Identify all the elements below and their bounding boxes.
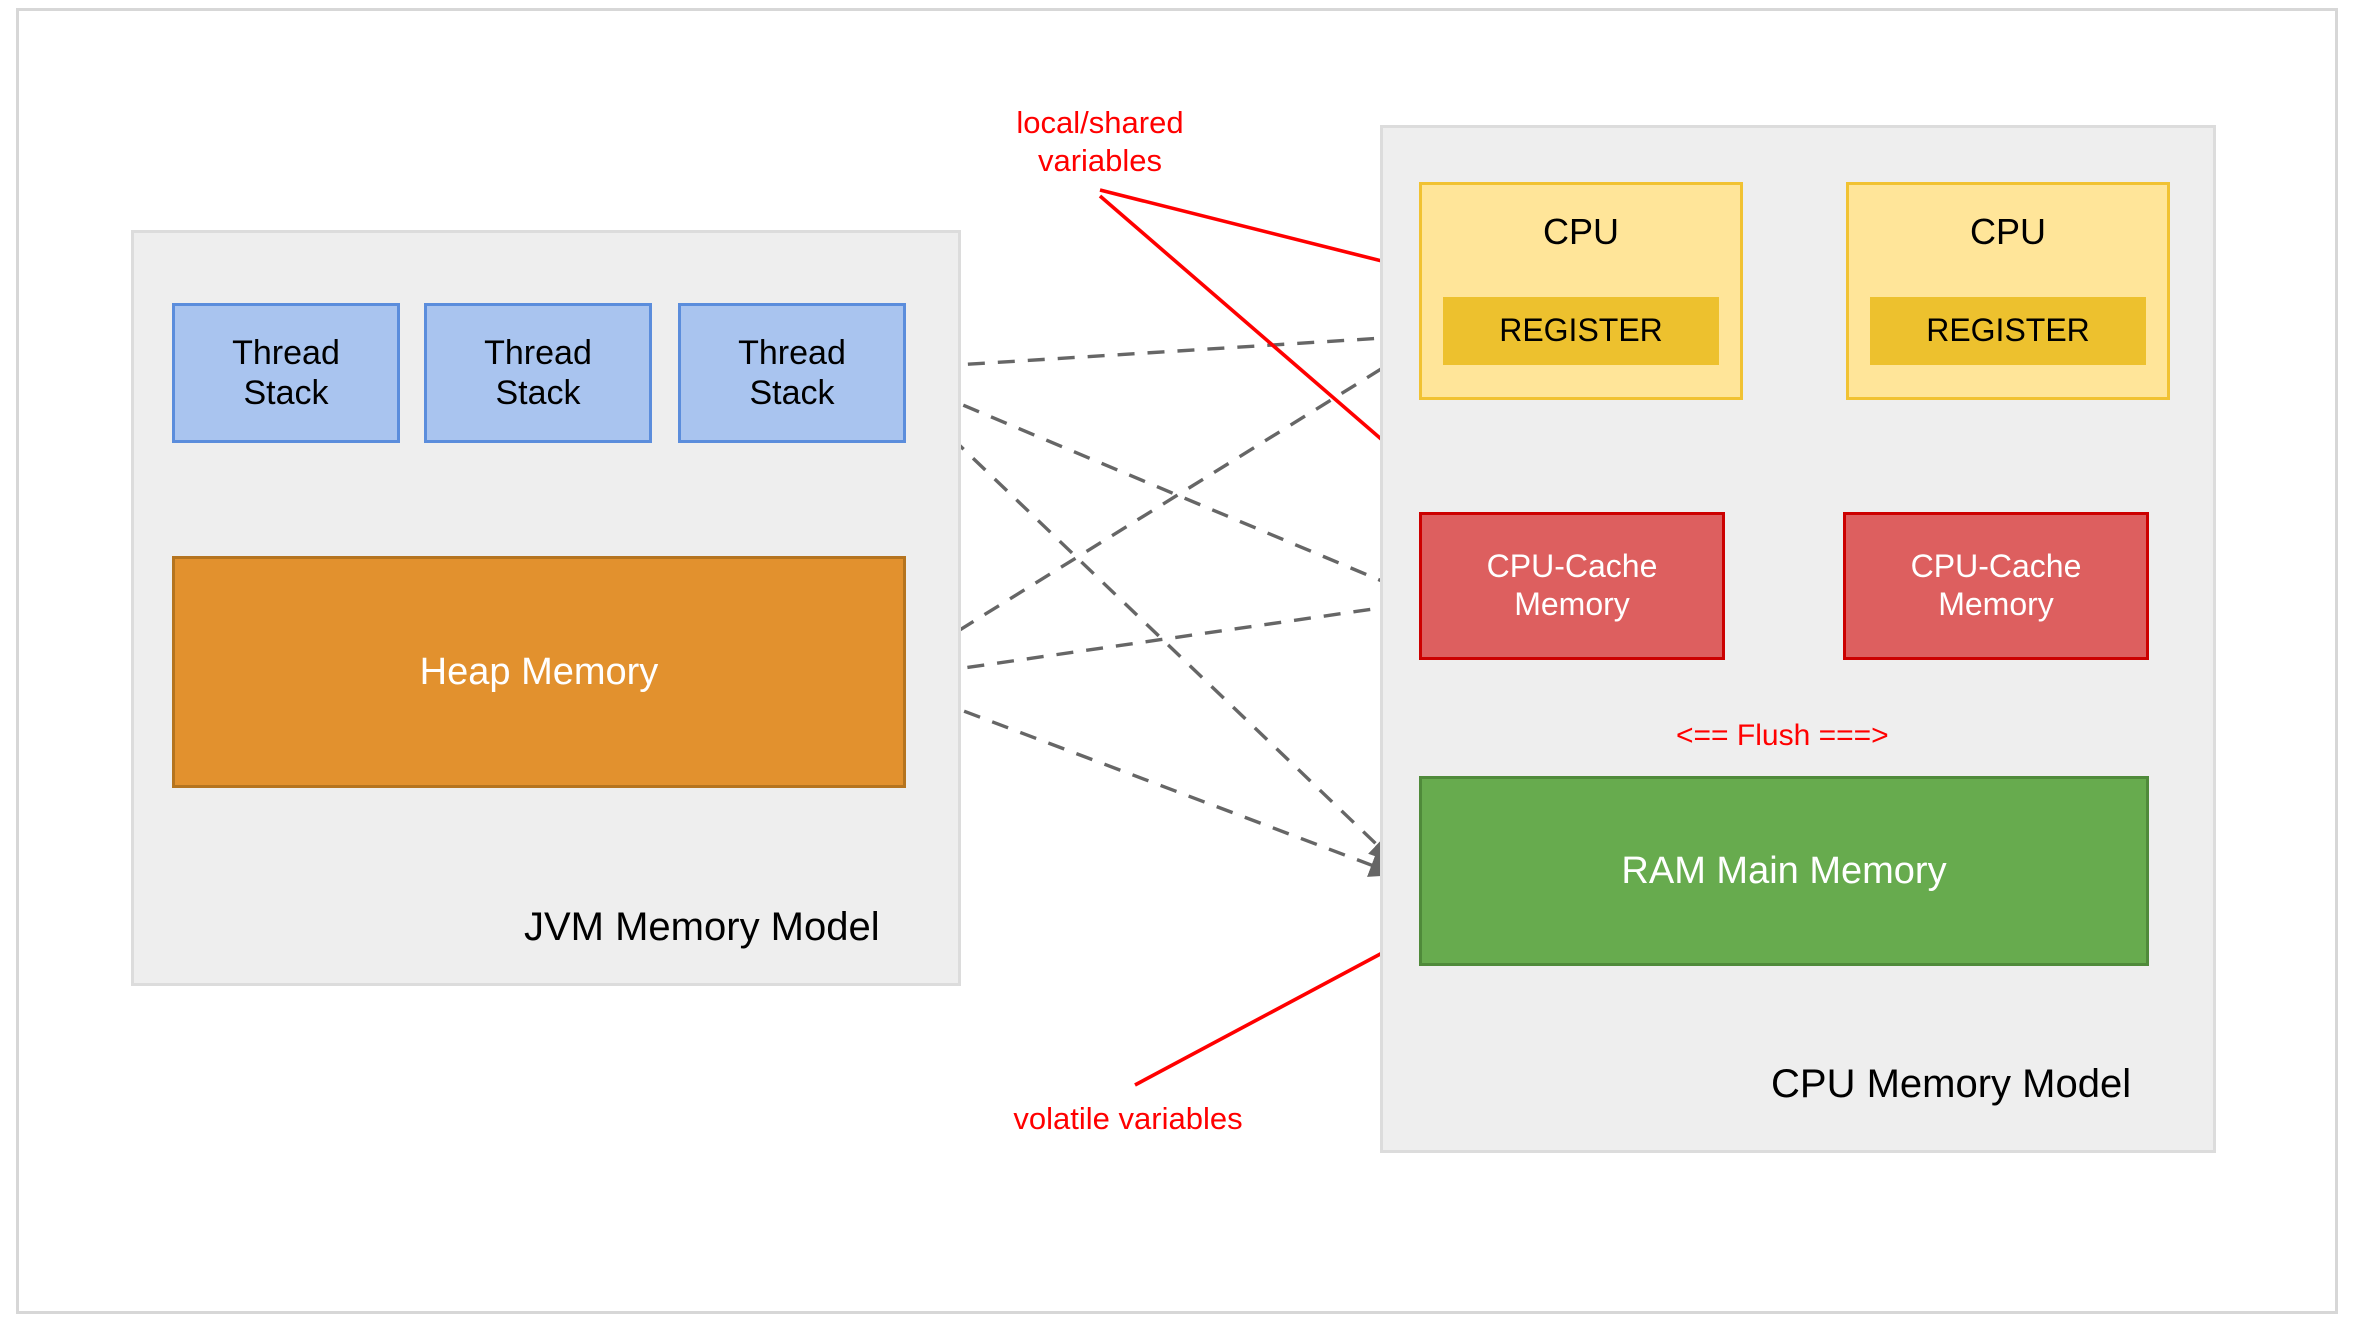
cpu-box-1[interactable]: CPU <box>1419 182 1743 400</box>
cpu-box-2[interactable]: CPU <box>1846 182 2170 400</box>
flush-label: <== Flush ===> <box>1676 719 1889 752</box>
volatile-variables-annotation: volatile variables <box>1013 1101 1243 1136</box>
register-box-1[interactable]: REGISTER <box>1443 297 1719 365</box>
heap-memory-box[interactable]: Heap Memory <box>172 556 906 788</box>
cpu-cache-box-1[interactable]: CPU-Cache Memory <box>1419 512 1725 660</box>
thread-stack-label-1: Thread Stack <box>232 333 340 412</box>
thread-stack-box-3[interactable]: Thread Stack <box>678 303 906 443</box>
cpu-cache-label-1: CPU-Cache Memory <box>1486 548 1658 622</box>
register-box-2[interactable]: REGISTER <box>1870 297 2146 365</box>
cpu-memory-model-label: CPU Memory Model <box>1771 1062 2132 1106</box>
cpu-label-2: CPU <box>1969 211 2046 252</box>
cpu-label-1: CPU <box>1542 211 1619 252</box>
ram-main-memory-label: RAM Main Memory <box>1621 849 1947 892</box>
cpu-cache-label-2: CPU-Cache Memory <box>1910 548 2082 622</box>
thread-stack-label-2: Thread Stack <box>484 333 592 412</box>
thread-stack-box-1[interactable]: Thread Stack <box>172 303 400 443</box>
heap-memory-label: Heap Memory <box>419 650 659 693</box>
jvm-memory-model-label: JVM Memory Model <box>524 905 880 949</box>
register-label-2: REGISTER <box>1926 312 2090 349</box>
thread-stack-box-2[interactable]: Thread Stack <box>424 303 652 443</box>
ram-main-memory-box[interactable]: RAM Main Memory <box>1419 776 2149 966</box>
thread-stack-label-3: Thread Stack <box>738 333 846 412</box>
register-label-1: REGISTER <box>1499 312 1663 349</box>
local-shared-variables-annotation: local/shared variables <box>1016 105 1184 178</box>
cpu-cache-box-2[interactable]: CPU-Cache Memory <box>1843 512 2149 660</box>
